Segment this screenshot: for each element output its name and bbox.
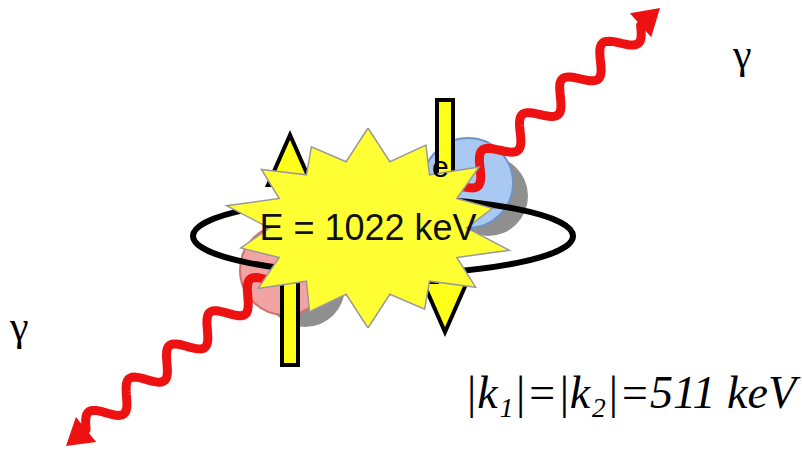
photon-symbol: γ bbox=[733, 30, 752, 78]
energy-label: E = 1022 keV bbox=[259, 207, 476, 249]
burst-star: E = 1022 keV bbox=[223, 128, 513, 328]
photon-wave bbox=[460, 25, 641, 188]
photon-wave-head bbox=[630, 8, 660, 37]
photon-symbol: γ bbox=[10, 302, 29, 350]
photon-wave bbox=[86, 278, 268, 430]
momentum-formula: |k₁|=|k₂|=511 keV bbox=[464, 366, 796, 419]
star-fill bbox=[227, 128, 510, 328]
photon-wave-head bbox=[66, 417, 96, 446]
particle-symbol: e bbox=[432, 150, 449, 184]
